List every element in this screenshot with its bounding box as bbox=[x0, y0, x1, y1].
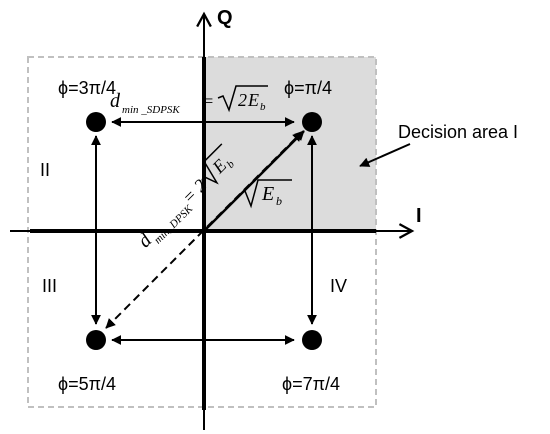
d-sdpsk-root-var: E bbox=[247, 90, 259, 110]
d-dpsk-radical bbox=[201, 143, 223, 185]
label-5pi-4: ϕ=5π/4 bbox=[58, 374, 116, 394]
arrow-diagonal-dpsk bbox=[105, 131, 303, 329]
d-sdpsk-equals: = bbox=[202, 91, 214, 111]
d-dpsk-subscript: min_DPSK bbox=[152, 202, 196, 246]
formula-radius: E b bbox=[239, 179, 292, 209]
formula-d-sdpsk: d min _SDPSK = 2 E b bbox=[110, 85, 268, 116]
arrow-decision-area bbox=[359, 143, 411, 167]
arrow-radius bbox=[205, 130, 305, 230]
point-7pi-4 bbox=[302, 330, 322, 350]
point-5pi-4 bbox=[86, 330, 106, 350]
label-7pi-4: ϕ=7π/4 bbox=[282, 374, 340, 394]
d-sdpsk-symbol: d bbox=[110, 90, 121, 112]
quadrant-2-label: II bbox=[40, 160, 50, 180]
radius-sub: b bbox=[276, 194, 282, 208]
point-pi-4 bbox=[302, 112, 322, 132]
point-3pi-4 bbox=[86, 112, 106, 132]
decision-area-label: Decision area I bbox=[398, 122, 518, 142]
quadrant-4-label: IV bbox=[330, 276, 347, 296]
d-sdpsk-root-coef: 2 bbox=[238, 90, 247, 110]
d-sdpsk-subscript: min _SDPSK bbox=[122, 104, 180, 116]
radius-radical bbox=[239, 179, 292, 209]
d-sdpsk-radical bbox=[217, 85, 268, 113]
radius-var: E bbox=[261, 183, 274, 205]
d-sdpsk-root-sub: b bbox=[260, 101, 266, 113]
quadrant-3-label: III bbox=[42, 276, 57, 296]
label-pi-4: ϕ=π/4 bbox=[284, 78, 332, 98]
q-axis-label: Q bbox=[217, 7, 233, 29]
label-3pi-4: ϕ=3π/4 bbox=[58, 78, 116, 98]
i-axis-label: I bbox=[416, 205, 422, 227]
